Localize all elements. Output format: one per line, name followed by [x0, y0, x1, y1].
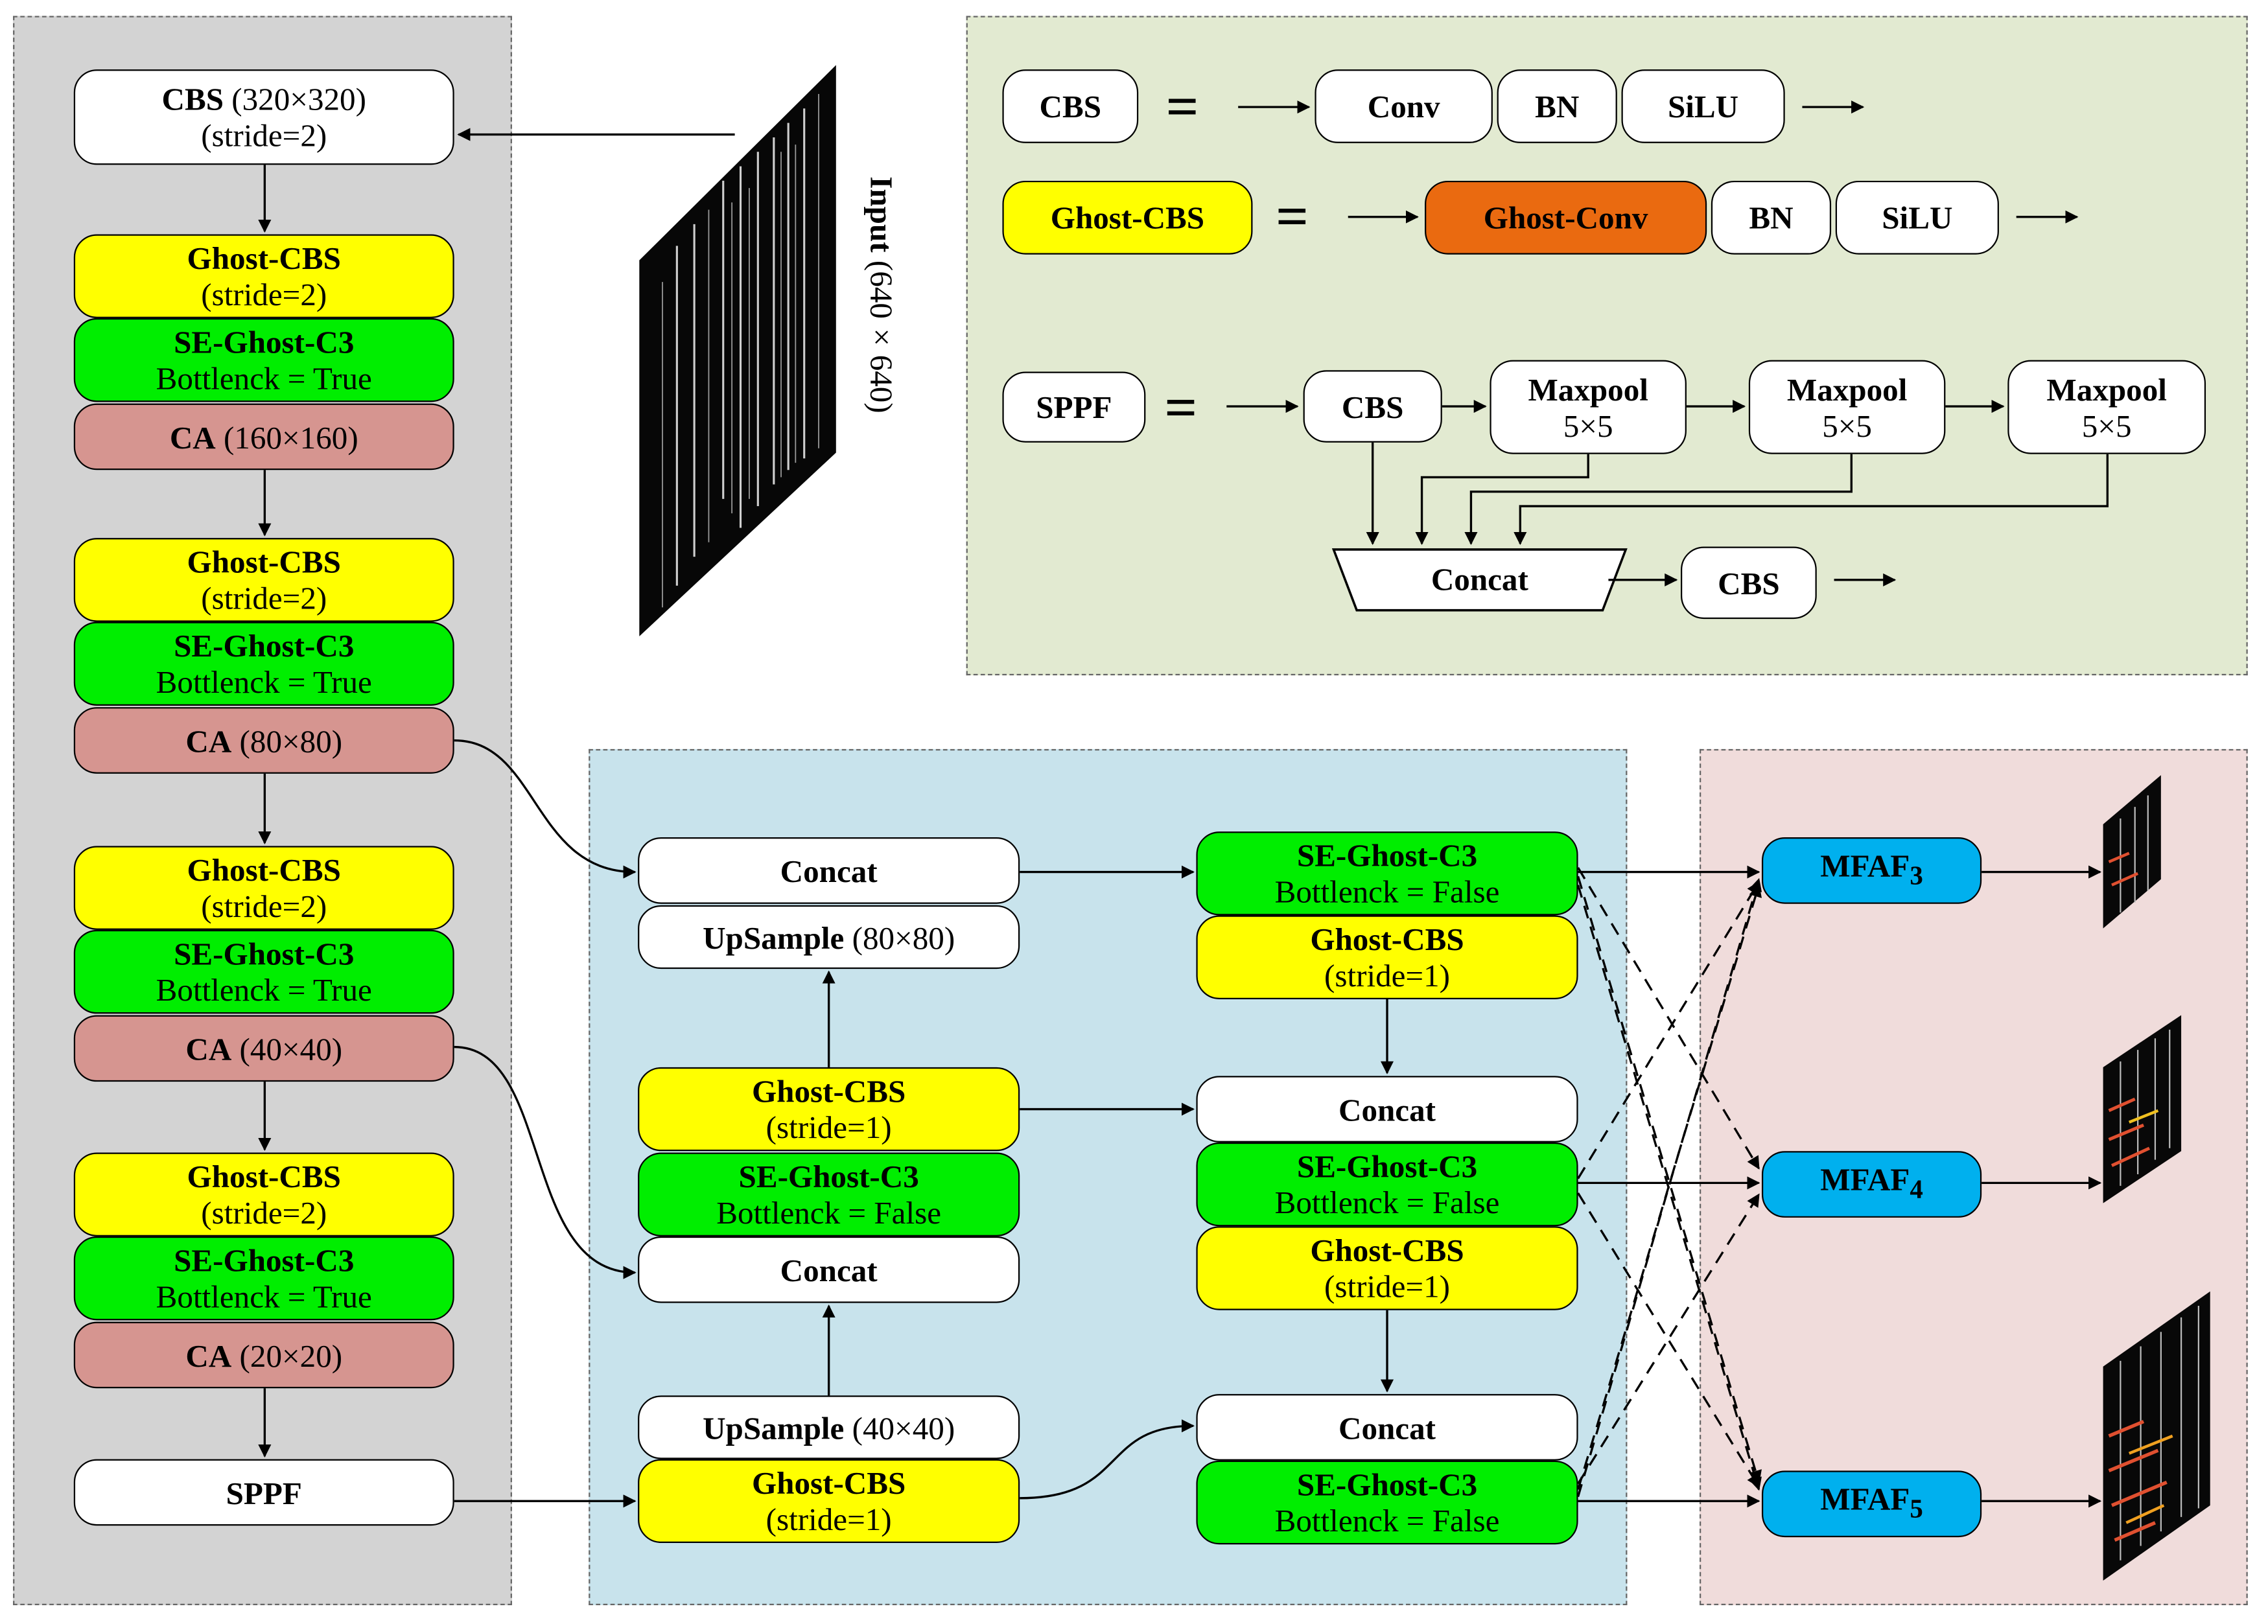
legend-concat-label: Concat [1431, 561, 1528, 597]
head-mfaf4: MFAF4 [1761, 1151, 1982, 1218]
head-mfaf5: MFAF5 [1761, 1470, 1982, 1538]
legend-concat-trapezoid [1331, 548, 1628, 612]
neck-r-concat-bot: Concat [1196, 1394, 1578, 1461]
cbs-size: (320×320) [231, 80, 366, 117]
legend-sppf-box: SPPF [1002, 371, 1146, 443]
neck-ghost-cbs-bot: Ghost-CBS(stride=1) [638, 1459, 1020, 1544]
legend-silu-box: SiLU [1621, 69, 1785, 143]
neck-concat-top: Concat [638, 837, 1020, 904]
backbone-ca-2: CA (80×80) [73, 707, 454, 774]
neck-upsample-bot: UpSample (40×40) [638, 1395, 1020, 1459]
backbone-ca-3: CA (40×40) [73, 1015, 454, 1082]
neck-concat-mid: Concat [638, 1236, 1020, 1303]
legend-conv-box: Conv [1315, 69, 1493, 143]
backbone-cbs-box: CBS (320×320) (stride=2) [73, 69, 454, 165]
legend-ghost-conv-box: Ghost-Conv [1425, 180, 1707, 255]
legend-ghost-bn-box: BN [1711, 180, 1832, 255]
legend-ghost-silu-box: SiLU [1835, 180, 1999, 255]
backbone-sppf-box: SPPF [73, 1459, 454, 1526]
input-label: Input (640×640) [863, 176, 900, 413]
legend-cbs-box: CBS [1002, 69, 1139, 143]
cbs-stride: (stride=2) [201, 117, 327, 154]
neck-upsample-top: UpSample (80×80) [638, 905, 1020, 969]
neck-r-ghost-cbs-mid: Ghost-CBS(stride=1) [1196, 1226, 1578, 1310]
backbone-ca-1: CA (160×160) [73, 403, 454, 470]
neck-r-ghost-cbs-top: Ghost-CBS(stride=1) [1196, 915, 1578, 999]
backbone-ghost-cbs-3: Ghost-CBS(stride=2) [73, 846, 454, 930]
neck-r-concat-mid: Concat [1196, 1076, 1578, 1143]
output-image-p4 [2103, 1015, 2182, 1203]
backbone-ca-4: CA (20×20) [73, 1321, 454, 1389]
output-image-p3 [2103, 775, 2161, 929]
legend-sppf-last-cbs: CBS [1681, 546, 1817, 620]
input-image [639, 65, 836, 636]
backbone-ghost-cbs-1: Ghost-CBS(stride=2) [73, 234, 454, 318]
legend-ghost-cbs-box: Ghost-CBS [1002, 180, 1253, 255]
output-image-p5 [2103, 1291, 2210, 1581]
backbone-ghost-cbs-2: Ghost-CBS(stride=2) [73, 538, 454, 622]
neck-ghost-cbs-mid: Ghost-CBS(stride=1) [638, 1067, 1020, 1152]
legend-sppf-equals: = [1164, 374, 1198, 440]
backbone-ghost-cbs-4: Ghost-CBS(stride=2) [73, 1152, 454, 1236]
legend-bn-box: BN [1497, 69, 1617, 143]
legend-cbs-equals: = [1165, 73, 1199, 139]
cbs-name: CBS [161, 80, 224, 117]
legend-sppf-cbs-box: CBS [1303, 370, 1442, 443]
legend-ghost-cbs-equals: = [1276, 183, 1309, 249]
head-mfaf3: MFAF3 [1761, 837, 1982, 904]
